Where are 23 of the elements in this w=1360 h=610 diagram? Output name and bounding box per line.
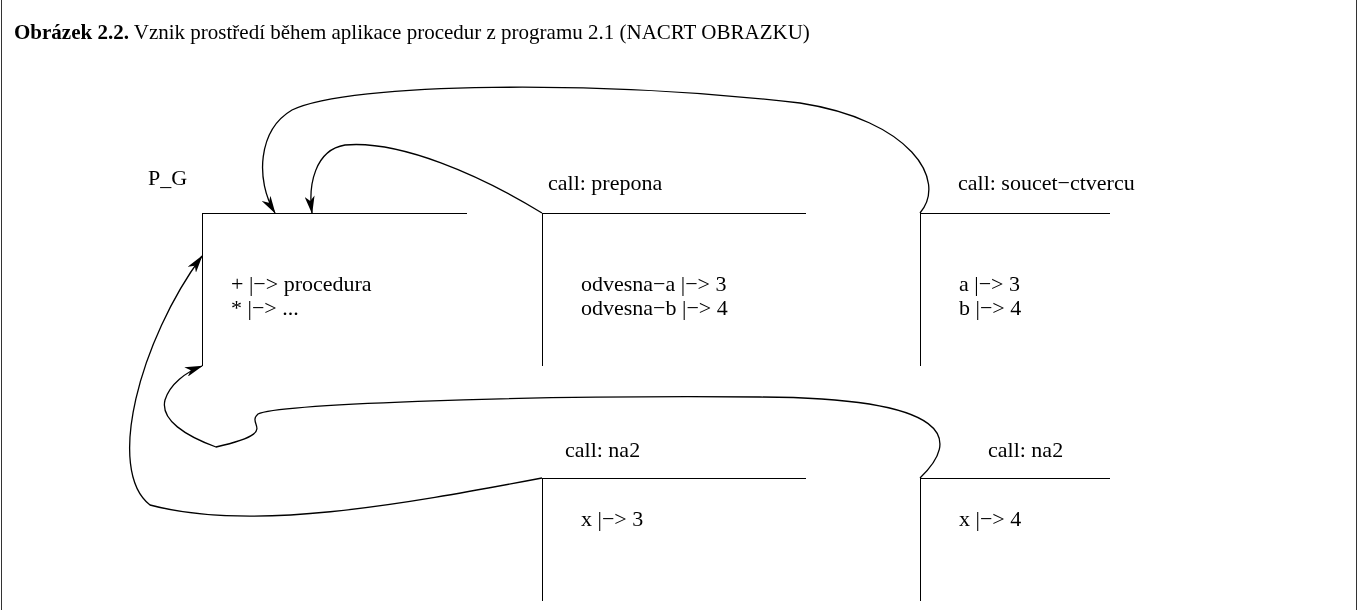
binding-text: a |−> 3 <box>959 272 1020 296</box>
arrow <box>129 255 543 517</box>
environment-frame <box>542 478 806 601</box>
frame-heading: call: prepona <box>548 170 663 196</box>
binding-text: odvesna−a |−> 3 <box>581 272 727 296</box>
environment-frame <box>920 478 1110 601</box>
binding-text: x |−> 3 <box>581 507 644 531</box>
arrow <box>163 365 941 479</box>
figure-title: Obrázek 2.2. Vznik prostředí během aplikace procedur z programu 2.1 (NACRT OBRAZKU) <box>14 20 810 45</box>
frame-heading: call: na2 <box>988 437 1064 463</box>
frame-heading: P_G <box>148 165 188 191</box>
arrow <box>261 86 930 214</box>
binding-text: * |−> ... <box>231 296 299 320</box>
arrow <box>305 143 543 214</box>
environment-frame <box>202 213 467 366</box>
frame-heading: call: na2 <box>565 437 641 463</box>
frame-heading: call: soucet−ctvercu <box>958 170 1135 196</box>
binding-text: b |−> 4 <box>959 296 1022 320</box>
environment-frame <box>920 213 1110 366</box>
binding-text: odvesna−b |−> 4 <box>581 296 728 320</box>
environment-frame <box>542 213 806 366</box>
binding-text: + |−> procedura <box>231 272 372 296</box>
binding-text: x |−> 4 <box>959 507 1022 531</box>
